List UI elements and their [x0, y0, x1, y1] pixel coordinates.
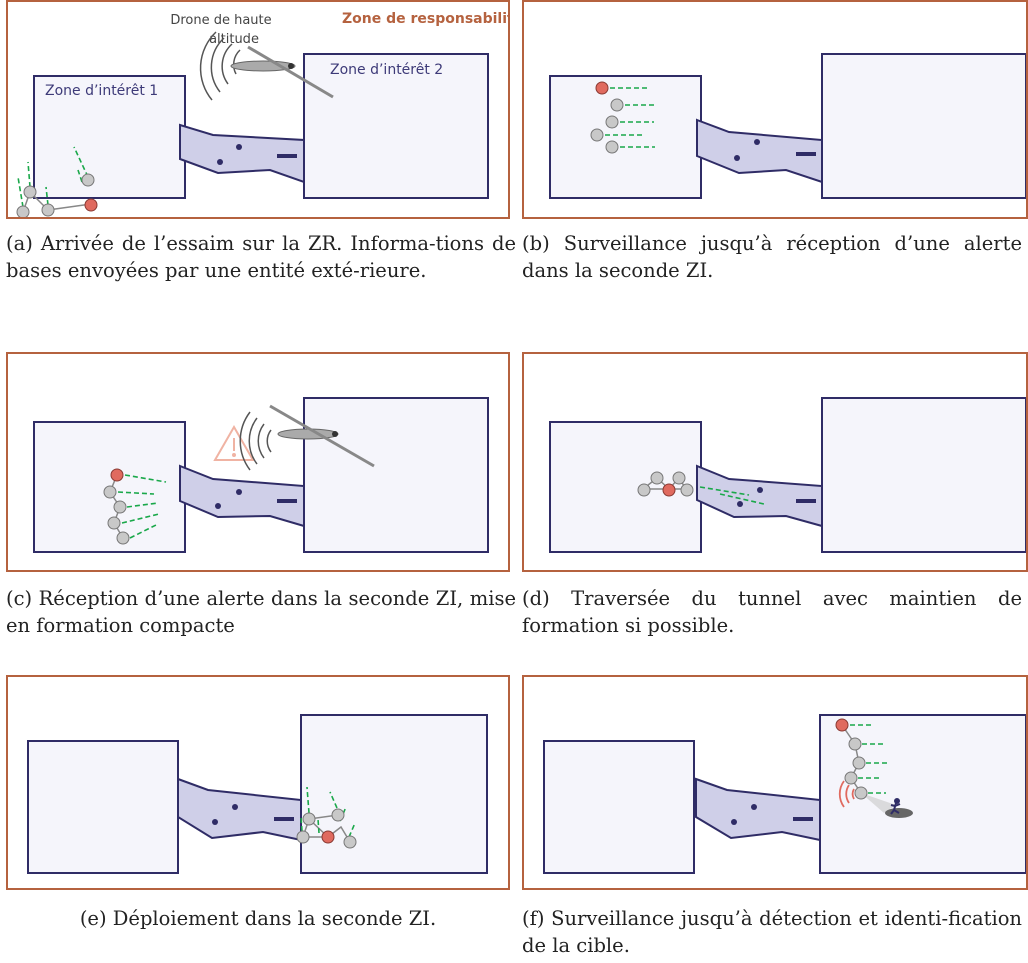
detection-cone [861, 793, 896, 813]
tunnel-dot [737, 501, 743, 507]
zone-1 [549, 75, 702, 199]
agent-red [595, 81, 609, 95]
tunnel-bar [793, 817, 813, 821]
tunnel-bar [796, 152, 816, 156]
move-arrows [117, 474, 167, 539]
zone-1 [543, 740, 695, 874]
tunnel-dot [751, 804, 757, 810]
panel-d [522, 352, 1028, 572]
agent-red [84, 198, 98, 212]
panel-f [522, 675, 1028, 890]
zone-2 [821, 53, 1026, 199]
panel-a-diagram: Zone d’intérêt 1 Zone d’intérêt 2 Zone d… [16, 11, 510, 217]
signal-waves [239, 411, 272, 471]
drone-icon [269, 404, 375, 468]
tunnel-dot [236, 489, 242, 495]
zr-label: Zone de responsabilité [342, 11, 510, 27]
tunnel [696, 118, 823, 184]
panel-f-diagram [543, 714, 1026, 874]
zone-2 [303, 397, 489, 553]
agent-gray [844, 737, 868, 800]
tunnel [696, 464, 823, 528]
panel-e [6, 675, 510, 890]
tunnel [179, 123, 305, 184]
move-arrows [605, 87, 657, 148]
panel-c [6, 352, 510, 572]
tunnel-dot [217, 159, 223, 165]
zone-2 [300, 714, 488, 874]
agent-gray [637, 471, 694, 497]
agent-gray [590, 98, 624, 154]
tunnel-dot [757, 487, 763, 493]
caption-b: (b) Surveillance jusqu’à réception d’une… [522, 232, 1022, 282]
panel-a: Zone d’intérêt 1 Zone d’intérêt 2 Zone d… [6, 0, 510, 219]
tunnel-dot [215, 503, 221, 509]
zone-2 [821, 397, 1026, 553]
panel-e-diagram [27, 714, 488, 874]
zone-1-label: Zone d’intérêt 1 [45, 83, 158, 99]
tunnel-bar [796, 499, 816, 503]
tunnel-dot [734, 155, 740, 161]
zone-1 [549, 421, 702, 553]
tunnel-bar [277, 154, 297, 158]
agent-gray [103, 485, 130, 545]
warning-icon [213, 424, 255, 461]
panel-d-diagram [549, 397, 1026, 553]
tunnel-dot [232, 804, 238, 810]
move-arrows [17, 146, 89, 208]
caption-c: (c) Réception d’une alerte dans la secon… [6, 587, 516, 637]
zone-2-label: Zone d’intérêt 2 [330, 62, 443, 78]
panel-b [522, 0, 1028, 219]
tunnel-bar [274, 817, 294, 821]
panel-b-diagram [549, 53, 1026, 199]
agent-gray [16, 173, 95, 217]
tunnel [179, 464, 305, 528]
zone-2 [303, 53, 489, 199]
tunnel-bar [277, 499, 297, 503]
agent-gray [296, 808, 357, 849]
caption-f: (f) Surveillance jusqu’à détection et id… [522, 907, 1022, 957]
tunnel [177, 777, 302, 842]
tunnel-dot [731, 819, 737, 825]
tunnel-dot [236, 144, 242, 150]
caption-a: (a) Arrivée de l’essaim sur la ZR. Infor… [6, 232, 516, 282]
tunnel-dot [212, 819, 218, 825]
drone-icon [230, 45, 334, 99]
caption-e: (e) Déploiement dans la seconde ZI. [79, 907, 437, 930]
tunnel-dot [754, 139, 760, 145]
panel-c-diagram [33, 397, 489, 553]
drone-label: Drone de haute [170, 13, 271, 28]
caption-d: (d) Traversée du tunnel avec maintien de… [522, 587, 1022, 637]
agent-red [110, 468, 124, 482]
agent-red [662, 483, 676, 497]
drone-label: altitude [209, 32, 259, 47]
zone-1 [27, 740, 179, 874]
agent-red [321, 830, 335, 844]
target-person-icon [890, 798, 901, 815]
agent-red [835, 718, 849, 732]
move-arrows [699, 486, 765, 505]
move-arrows [850, 724, 887, 794]
detection-waves [838, 780, 855, 808]
tunnel [695, 777, 821, 842]
zone-1 [33, 75, 186, 199]
signal-waves [199, 31, 241, 101]
